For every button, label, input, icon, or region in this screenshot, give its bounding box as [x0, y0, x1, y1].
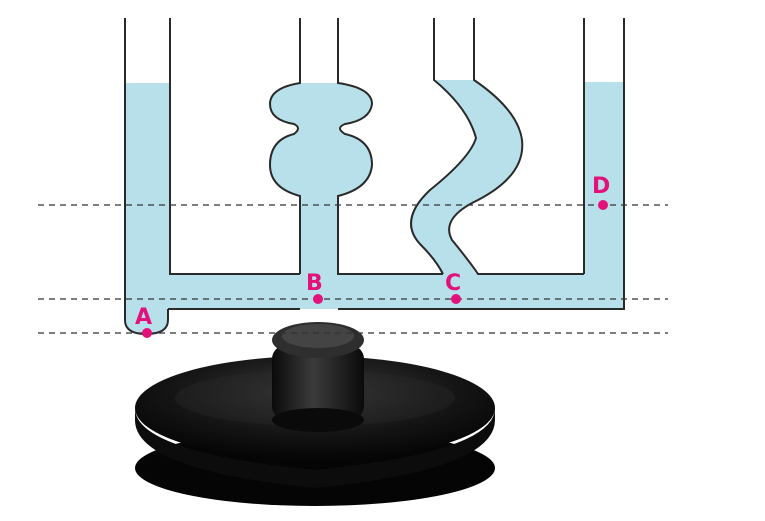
stand-stem	[272, 322, 364, 432]
marker-points: A B C D	[135, 174, 610, 338]
point-b-label: B	[306, 271, 323, 296]
liquid	[125, 80, 624, 334]
tube-2-right-wall	[337, 18, 443, 275]
tube-3-right-wall	[448, 18, 584, 275]
point-d-dot	[598, 200, 608, 210]
tube-2-left-wall	[268, 18, 301, 274]
tube-1-inner-wall	[169, 18, 300, 275]
point-d-label: D	[592, 174, 610, 199]
point-c-label: C	[445, 271, 461, 296]
tube-4-outer-wall	[338, 18, 625, 310]
point-c-dot	[451, 294, 461, 304]
point-b-dot	[313, 294, 323, 304]
tube-3-left-wall	[410, 18, 478, 275]
point-a-label: A	[135, 305, 152, 330]
point-a-dot	[142, 328, 152, 338]
